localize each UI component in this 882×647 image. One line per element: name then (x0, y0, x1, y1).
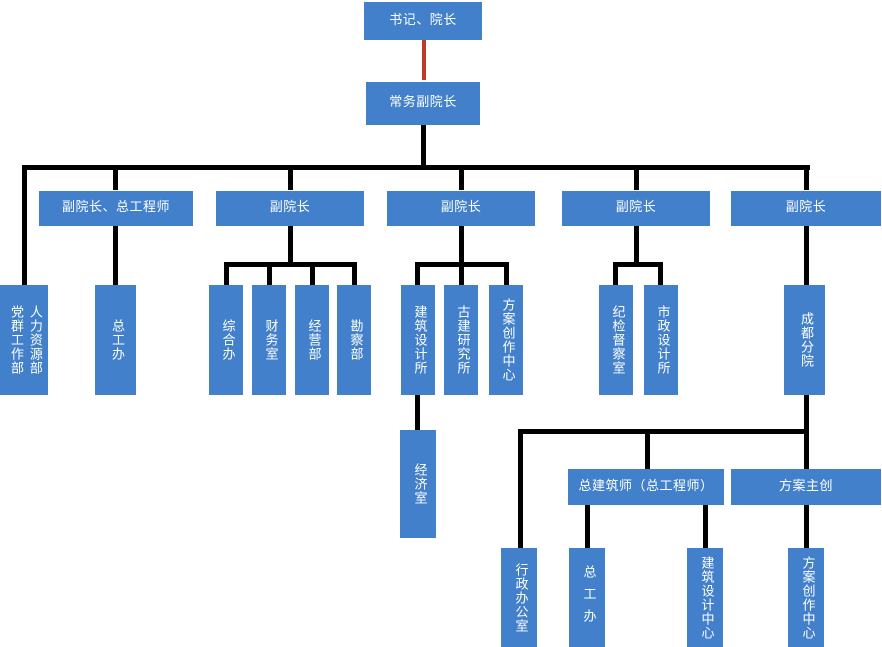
connector-scheme-lead-to-center (804, 505, 809, 548)
node-general-office[interactable]: 综合办 (209, 285, 243, 395)
node-president[interactable]: 书记、院长 (364, 2, 482, 40)
connector-chief-architect-to-eng-office (585, 505, 590, 548)
connector-chengdu-drop-admin (518, 429, 523, 548)
node-architectural-design-center[interactable]: 建筑设计中心 (687, 548, 723, 647)
connector-vp2-drop-d (352, 262, 357, 285)
connector-bus-drop-5 (804, 165, 809, 190)
connector-bus-drop-1 (113, 165, 118, 190)
node-economics-office[interactable]: 经济室 (400, 430, 436, 538)
connector-vp2-down (288, 226, 293, 264)
connector-chengdu-drop-scheme-lead (804, 429, 809, 469)
node-vice-president-3[interactable]: 副院长 (387, 191, 535, 226)
node-chief-engineer-office[interactable]: 总工办 (95, 285, 136, 395)
connector-chengdu-bus (518, 429, 809, 434)
node-business-dept[interactable]: 经营部 (295, 285, 329, 395)
connector-vp3-down (459, 226, 464, 264)
connector-vp2-bus (224, 262, 357, 267)
node-vice-president-chief-engineer[interactable]: 副院长、总工程师 (39, 191, 193, 226)
connector-executive-vp-down (421, 125, 426, 167)
node-vice-president-2[interactable]: 副院长 (216, 191, 364, 226)
node-vice-president-5[interactable]: 副院长 (731, 191, 881, 226)
connector-bus-drop-3 (459, 165, 464, 190)
connector-vp4-bus (613, 262, 663, 267)
connector-vp3-drop-a (415, 262, 420, 285)
connector-chengdu-down (804, 395, 809, 433)
connector-vp4-drop-a (613, 262, 618, 285)
node-municipal-design-institute[interactable]: 市政设计所 (644, 285, 678, 395)
node-scheme-creation-center[interactable]: 方案创作中心 (489, 285, 523, 395)
connector-vp5-to-chengdu (804, 226, 809, 285)
node-discipline-inspection-office[interactable]: 纪检督察室 (599, 285, 633, 395)
node-finance-office[interactable]: 财务室 (252, 285, 286, 395)
connector-bus-drop-2 (288, 165, 293, 190)
connector-vp2-drop-b (267, 262, 272, 285)
connector-chief-architect-to-design-center (703, 505, 708, 548)
node-scheme-creation-center-chengdu[interactable]: 方案创作中心 (788, 548, 824, 647)
connector-vp-chief-eng-to-office (113, 226, 118, 285)
connector-vp3-drop-b (459, 262, 464, 285)
node-administrative-office[interactable]: 行政办公室 (501, 548, 537, 647)
connector-president-to-executive-vp (422, 40, 426, 80)
connector-chengdu-drop-chief-architect (645, 429, 650, 469)
connector-main-horizontal-bus (22, 165, 810, 170)
node-hr-and-party-work-dept[interactable]: 人力资源部 党群工作部 (0, 285, 48, 395)
node-chief-engineer-office-chengdu[interactable]: 总工办 (569, 548, 605, 647)
node-survey-dept[interactable]: 勘察部 (337, 285, 371, 395)
node-architectural-design-institute[interactable]: 建筑设计所 (401, 285, 435, 395)
connector-vp2-drop-c (310, 262, 315, 285)
connector-vp3-drop-c (504, 262, 509, 285)
node-scheme-lead-designer[interactable]: 方案主创 (731, 469, 881, 505)
connector-vp4-drop-b (658, 262, 663, 285)
connector-vp4-down (634, 226, 639, 264)
connector-vp2-drop-a (224, 262, 229, 285)
node-vice-president-4[interactable]: 副院长 (562, 191, 710, 226)
node-chief-architect[interactable]: 总建筑师（总工程师） (568, 469, 724, 505)
node-chengdu-branch[interactable]: 成都分院 (784, 285, 825, 395)
node-executive-vice-president[interactable]: 常务副院长 (366, 82, 480, 125)
node-ancient-architecture-institute[interactable]: 古建研究所 (444, 285, 478, 395)
connector-arch-institute-to-economics (415, 395, 420, 430)
connector-bus-drop-left-long (22, 165, 27, 285)
connector-bus-drop-4 (634, 165, 639, 190)
